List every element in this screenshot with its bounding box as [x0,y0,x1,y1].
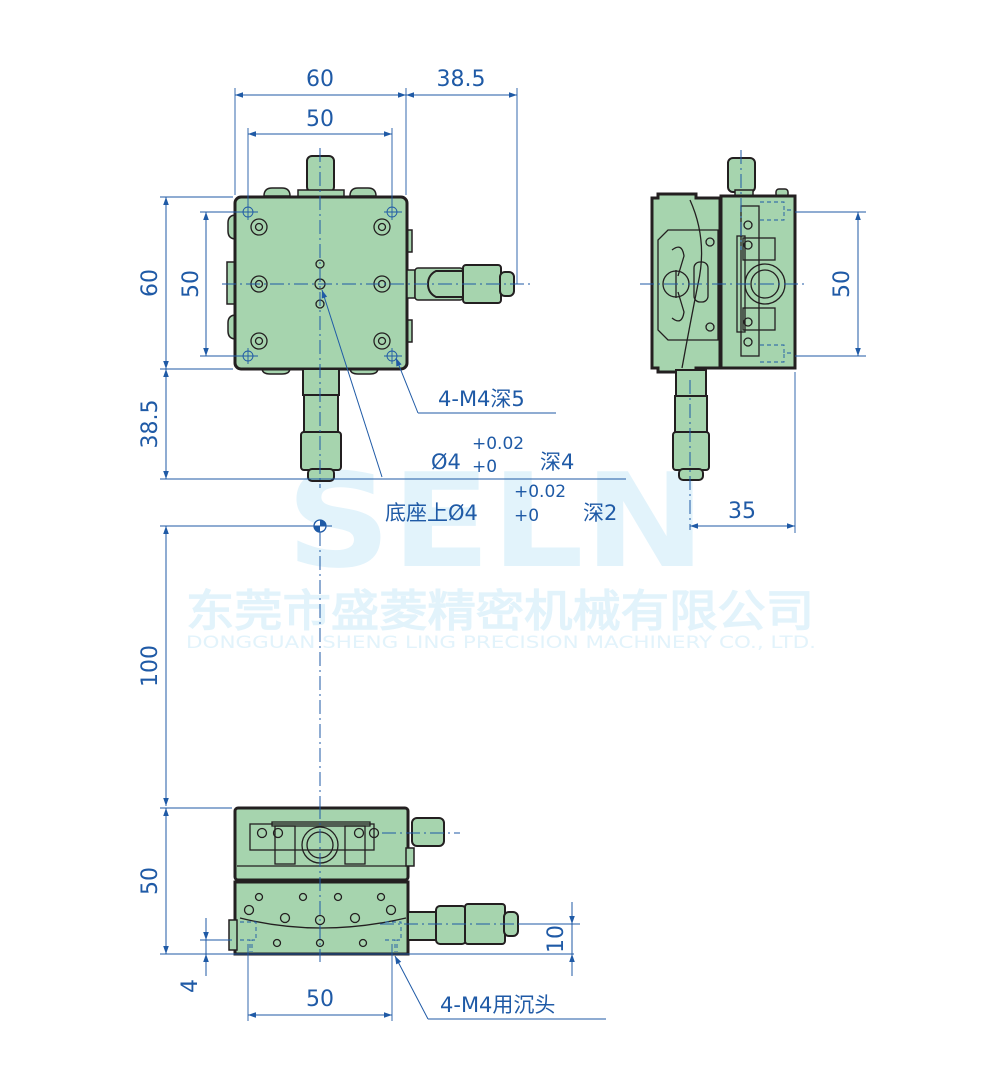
dim-center-distance: 100 [138,645,163,687]
dim-base-offset: 4 [178,979,203,993]
note-base-hole-depth: 深2 [583,501,617,525]
note-base-hole: 底座上Ø4 [385,501,478,525]
front-lower-block [233,880,410,956]
note-pin-hole-depth: 深4 [540,450,574,474]
dim-overall-height: 60 [138,269,163,297]
note-pin-hole-dia: Ø4 [431,450,461,474]
side-view [640,150,805,530]
dim-hole-pitch-x: 50 [306,107,334,132]
front-view [228,805,532,962]
dim-hole-pitch-y: 50 [179,270,204,298]
dim-micrometer-y: 38.5 [138,400,163,449]
front-upper-block [233,806,410,882]
watermark-company-cn: 东莞市盛菱精密机械有限公司 [186,586,814,637]
top-view [222,148,530,488]
dim-front-hole-pitch: 50 [306,987,334,1012]
watermark: SELN 东莞市盛菱精密机械有限公司 DONGGUAN SHENG LING P… [186,445,816,653]
dim-micrometer-x: 38.5 [437,67,486,92]
tapped-holes [240,204,402,364]
note-base-hole-tol-lower: +0 [514,506,539,526]
note-counterbore: 4-M4用沉头 [440,993,555,1017]
center-distance: 100 [138,519,332,806]
note-tapped-holes: 4-M4深5 [438,387,525,411]
dim-side-hole-pitch: 50 [830,270,855,298]
stage-top [233,195,409,371]
side-block-right [719,194,797,370]
dim-front-height: 50 [138,867,163,895]
top-view-notes: 4-M4深5 Ø4 +0.02 +0 深4 底座上Ø4 +0.02 +0 深2 [321,289,617,526]
watermark-company-en: DONGGUAN SHENG LING PRECISION MACHINERY … [186,633,816,653]
note-pin-hole-tol-lower: +0 [472,457,497,477]
dim-overall-width: 60 [306,67,334,92]
note-base-hole-tol-upper: +0.02 [514,482,566,502]
dim-micrometer-height: 10 [544,925,569,953]
note-pin-hole-tol-upper: +0.02 [472,434,524,454]
dim-side-micrometer-offset: 35 [728,499,756,524]
side-view-dimensions: 50 35 [690,211,866,533]
watermark-logo: SELN [286,445,706,597]
front-view-dimensions: 50 4 10 50 4-M4用沉头 [138,807,606,1021]
top-view-dimensions: 60 38.5 50 60 50 38.5 [138,67,626,480]
